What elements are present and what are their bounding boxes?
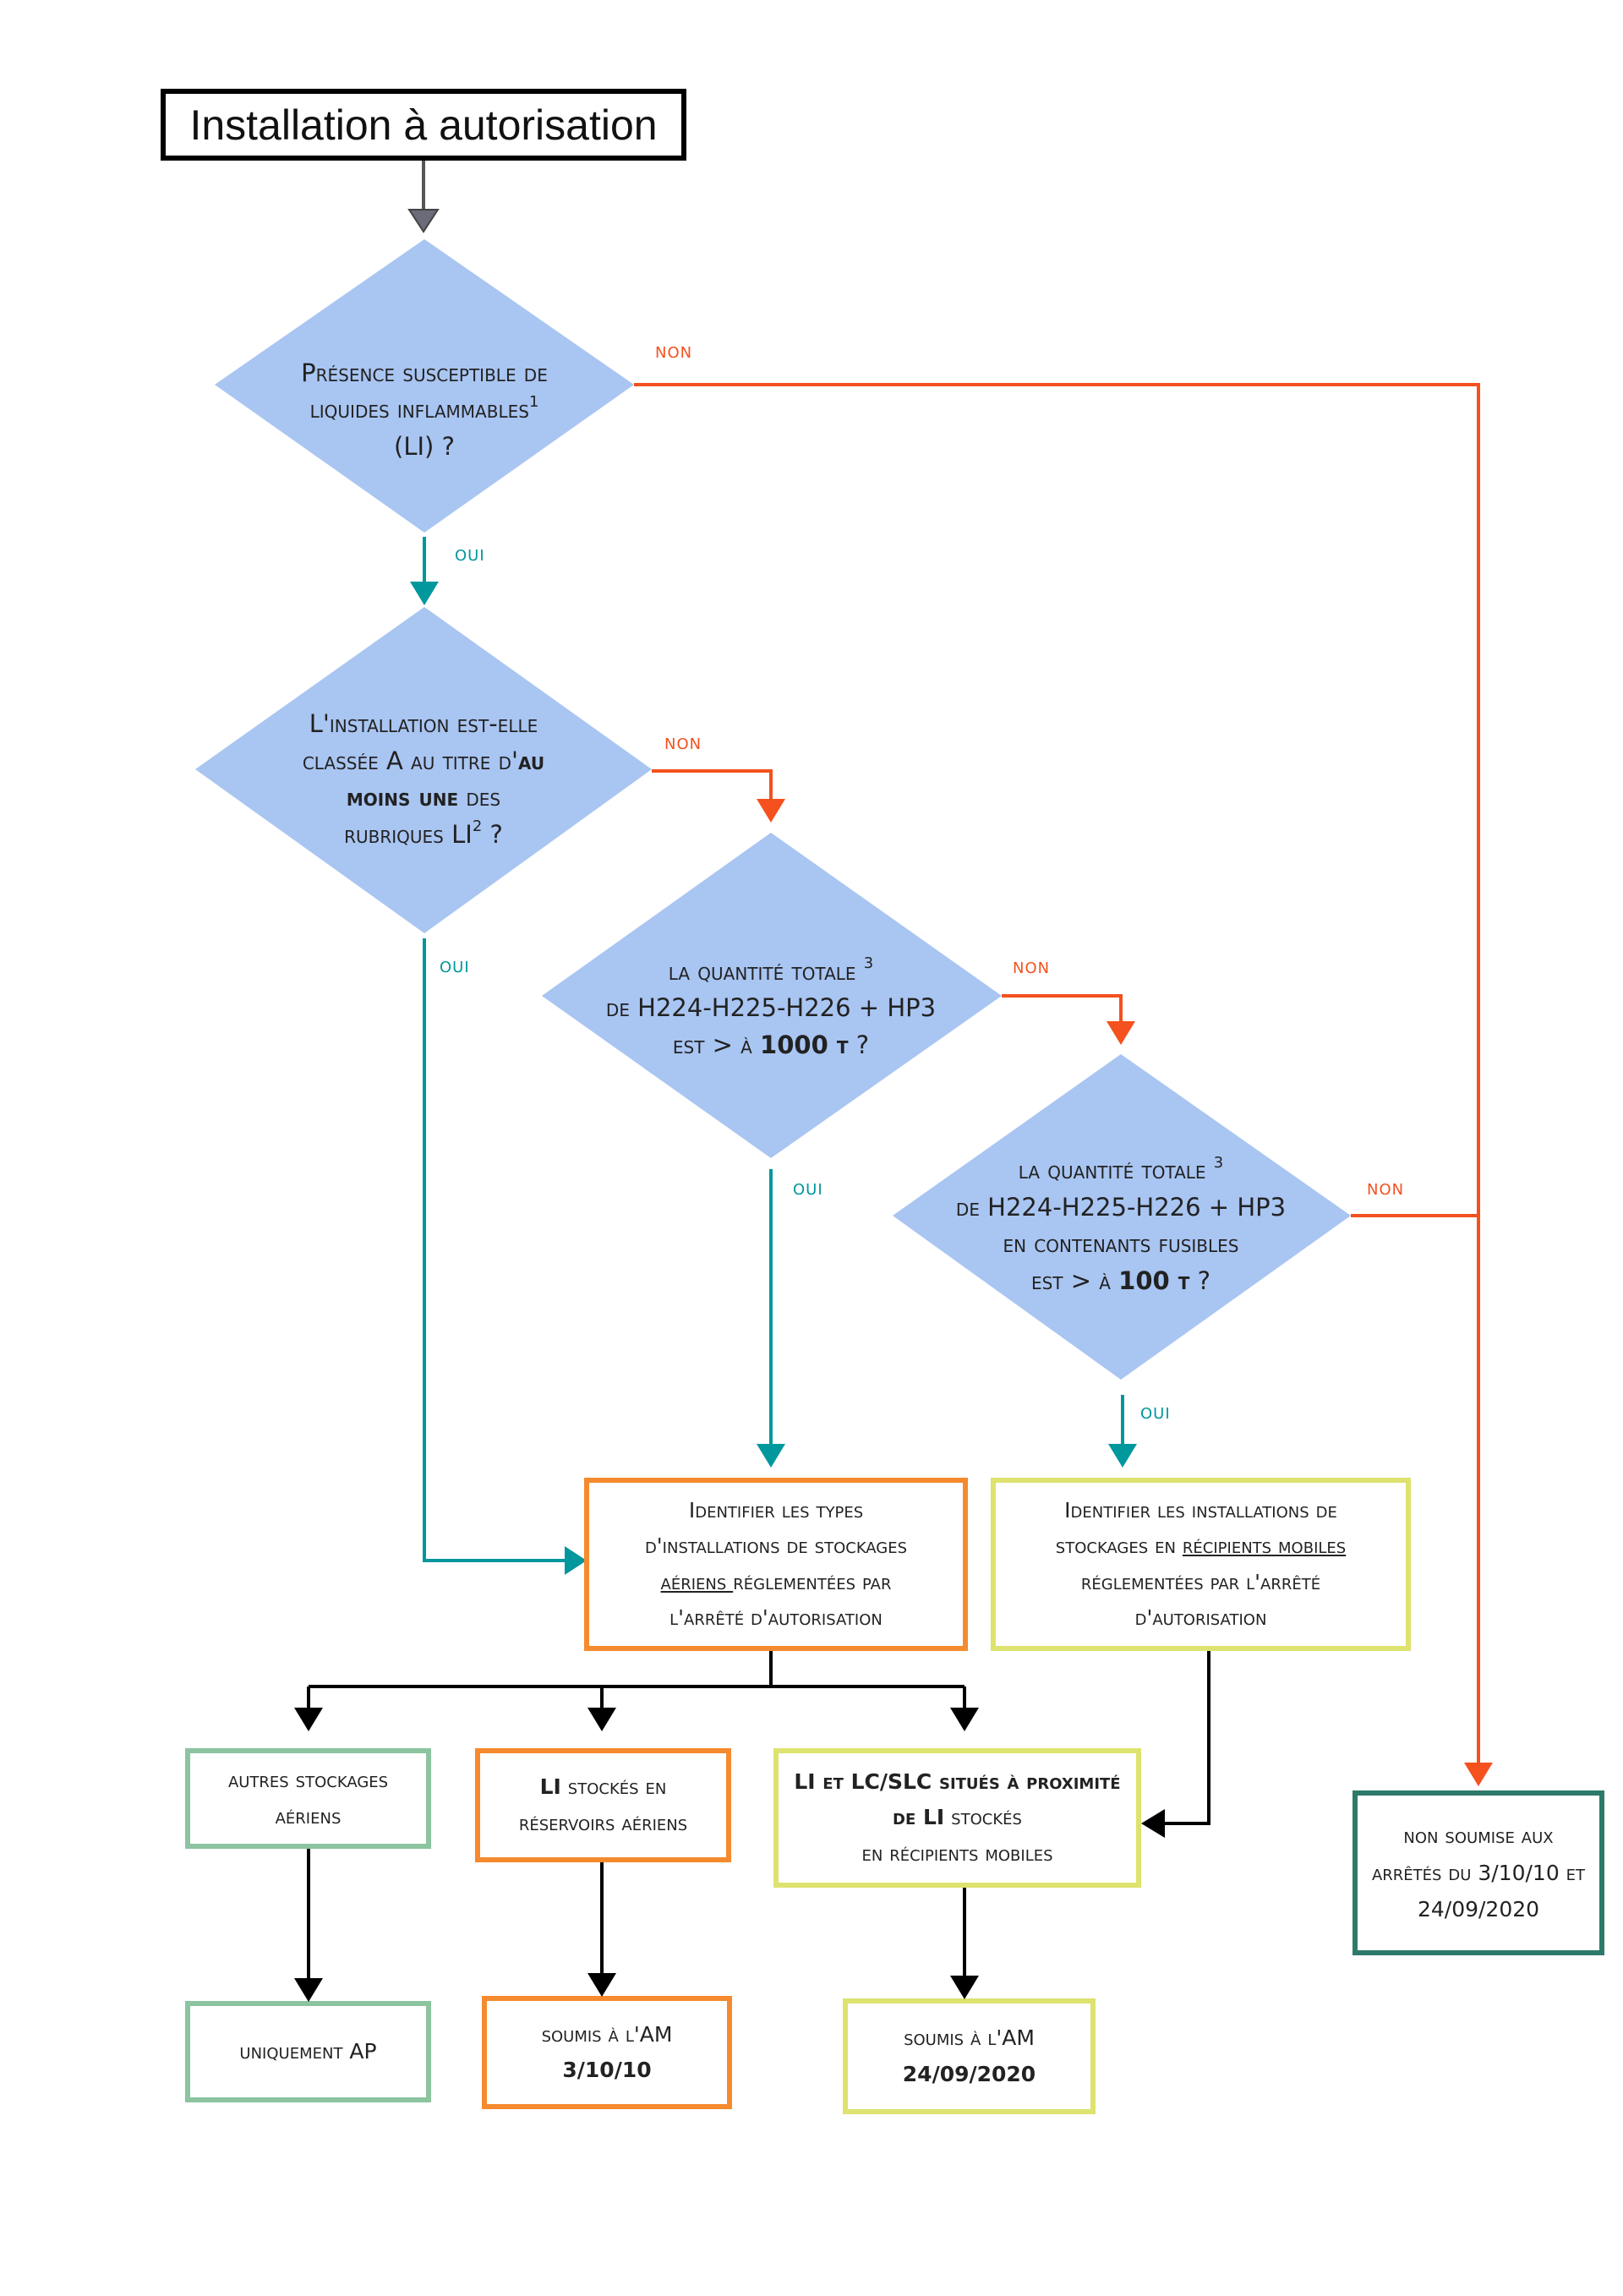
arrow-head-q3-oui bbox=[757, 1444, 785, 1468]
box-li-lc bbox=[773, 1748, 1141, 1888]
q3-line-2: de H224-H225-H226 + HP3 bbox=[605, 993, 937, 1023]
box-ident-mobiles bbox=[991, 1478, 1411, 1651]
page-title: Installation à autorisation bbox=[189, 101, 658, 149]
arrow-head-q4-oui bbox=[1108, 1444, 1137, 1468]
box-autres bbox=[185, 1748, 431, 1849]
soumis-3-text: soumis à l'AM 3/10/10 bbox=[541, 2021, 673, 2083]
li-reservoirs-text: LI stockés en réservoirs aériens bbox=[518, 1774, 688, 1835]
box-soumis-3 bbox=[482, 1996, 732, 2109]
li-lc-text: LI et LC/SLC situés à proximité de LI st… bbox=[794, 1768, 1121, 1866]
q4-footnote: 3 bbox=[1213, 1153, 1224, 1172]
title-box: Installation à autorisation bbox=[161, 89, 686, 161]
arrow-head-to-autres bbox=[294, 1708, 323, 1731]
arrow-head-q1-oui bbox=[410, 582, 439, 605]
arrow-head-mobiles-to-li-lc bbox=[1141, 1809, 1165, 1838]
connector-ident-mobiles-to-li-lc bbox=[1165, 1651, 1210, 1825]
q4-line-4: est > à 100 t ? bbox=[1030, 1266, 1211, 1295]
label-q2-oui: oui bbox=[440, 953, 470, 978]
box-li-reservoirs bbox=[475, 1748, 731, 1862]
arrow-head-q1-non bbox=[1464, 1763, 1493, 1786]
arrow-q1-non bbox=[634, 383, 1480, 1763]
arrow-head-to-uniquement bbox=[294, 1978, 323, 2002]
label-q2-non: non bbox=[664, 730, 702, 755]
q1-text: Présence susceptible de liquides inflamm… bbox=[238, 338, 610, 482]
q4-line-2: de H224-H225-H226 + HP3 bbox=[955, 1192, 1287, 1222]
q4-text: la quantité totale 3 de H224-H225-H226 +… bbox=[926, 1141, 1315, 1310]
label-q1-oui: oui bbox=[455, 541, 485, 566]
diamond-q2 bbox=[195, 607, 652, 933]
arrow-q2-non bbox=[652, 769, 773, 799]
q3-text: la quantité totale 3 de H224-H225-H226 +… bbox=[577, 945, 965, 1072]
q3-footnote: 3 bbox=[863, 954, 874, 973]
diamond-q3 bbox=[542, 833, 1002, 1158]
label-q4-oui: oui bbox=[1140, 1399, 1171, 1424]
arrow-head-to-soumis-3 bbox=[587, 1973, 616, 1997]
autres-text: autres stockages aériens bbox=[227, 1768, 389, 1829]
q2-text: L'installation est-elle classée A au tit… bbox=[221, 695, 626, 864]
arrow-q3-non bbox=[1002, 994, 1123, 1021]
q1-footnote: 1 bbox=[528, 392, 539, 411]
box-non-soumise bbox=[1352, 1790, 1604, 1955]
ident-mobiles-text: Identifier les installations de stockage… bbox=[1055, 1497, 1347, 1631]
q4-line-1: la quantité totale 3 bbox=[1018, 1153, 1224, 1184]
arrow-head-q2-oui bbox=[565, 1546, 587, 1575]
q2-line-1: L'installation est-elle bbox=[309, 709, 538, 738]
non-soumise-text: non soumise aux arrêtés du 3/10/10 et 24… bbox=[1371, 1823, 1586, 1922]
arrow-head-to-soumis-24 bbox=[950, 1976, 979, 1999]
q2-line-2: classée A au titre d'au bbox=[302, 746, 545, 775]
ident-aeriens-text: Identifier les types d'installations de … bbox=[644, 1497, 908, 1631]
q1-line-2: liquides inflammables1 bbox=[309, 392, 539, 424]
arrow-head-q2-non bbox=[757, 799, 785, 823]
arrow-head-to-li-lc bbox=[950, 1708, 979, 1731]
q1-line-1: Présence susceptible de bbox=[301, 358, 548, 387]
box-ident-aeriens bbox=[584, 1478, 968, 1651]
label-q4-non: non bbox=[1367, 1175, 1405, 1200]
q2-line-4: rubriques LI2 ? bbox=[344, 817, 503, 849]
label-q3-non: non bbox=[1013, 954, 1051, 979]
label-q3-oui: oui bbox=[793, 1175, 823, 1200]
label-q1-non: non bbox=[655, 338, 693, 364]
diamond-q4 bbox=[893, 1054, 1351, 1380]
q4-line-3: en contenants fusibles bbox=[1003, 1229, 1239, 1258]
box-soumis-24 bbox=[843, 1998, 1096, 2114]
soumis-24-text: soumis à l'AM 24/09/2020 bbox=[902, 2025, 1036, 2086]
arrow-head-to-li-reservoirs bbox=[587, 1708, 616, 1731]
diamond-q1 bbox=[215, 239, 634, 533]
arrow-q2-oui bbox=[423, 938, 565, 1562]
arrow-title-to-q1 bbox=[407, 161, 440, 233]
q3-line-3: est > à 1000 t ? bbox=[672, 1030, 870, 1059]
q1-line-3: (LI) ? bbox=[394, 431, 455, 461]
uniquement-text: uniquement AP bbox=[239, 2039, 377, 2064]
q3-line-1: la quantité totale 3 bbox=[668, 954, 874, 986]
connector-ident-aeriens-split bbox=[307, 1651, 966, 1708]
arrow-head-q3-non bbox=[1107, 1021, 1135, 1045]
q2-footnote: 2 bbox=[472, 817, 483, 836]
q2-line-3: moins une des bbox=[346, 783, 501, 812]
box-uniquement bbox=[185, 2001, 431, 2102]
